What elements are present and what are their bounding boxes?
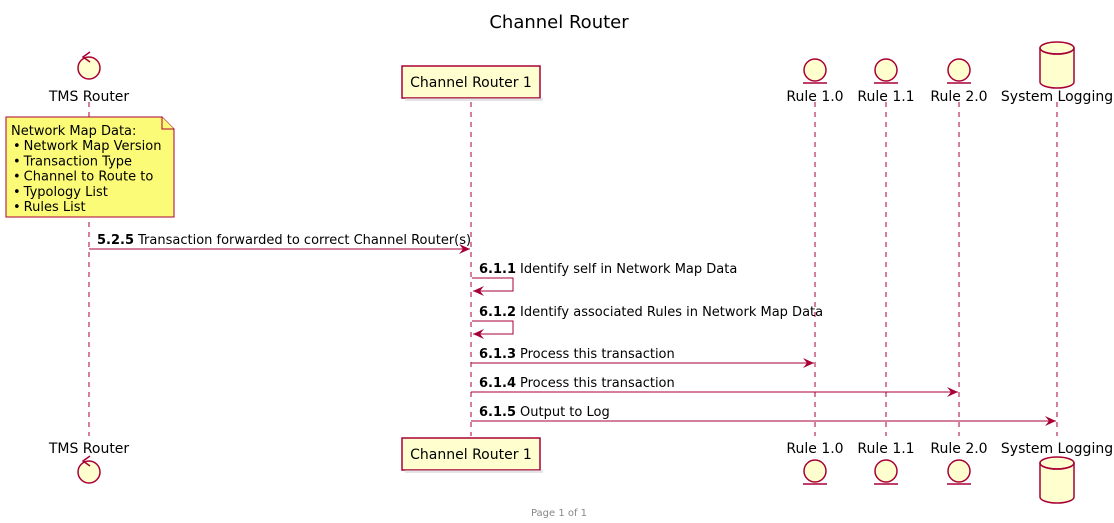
entity-icon: [874, 58, 898, 82]
message-6-1-4: 6.1.4 Process this transaction: [471, 376, 958, 397]
message-text: Identify self in Network Map Data: [520, 262, 737, 277]
participants-bottom: TMS Router Channel Router 1 Rule 1.0 Rule 1…: [48, 437, 1113, 504]
message-text: Transaction forwarded to correct Channel…: [137, 233, 471, 248]
participant-r20-bottom: Rule 2.0: [930, 441, 988, 485]
note-item-text: Transaction Type: [23, 154, 132, 169]
participant-log-bottom: System Logging: [1001, 441, 1113, 504]
participant-box-shadow: [405, 470, 543, 473]
participant-label: Rule 2.0: [930, 89, 987, 105]
message-label: 6.1.4 Process this transaction: [479, 376, 675, 391]
note-item-text: Network Map Version: [24, 139, 162, 154]
message-label: 6.1.1 Identify self in Network Map Data: [479, 262, 737, 277]
message-text: Identify associated Rules in Network Map…: [520, 305, 823, 320]
participant-label: Rule 1.1: [857, 89, 914, 105]
participant-log-top: System Logging: [1001, 41, 1113, 105]
note-list-item: •Transaction Type: [13, 154, 132, 169]
control-arrow-icon: [81, 455, 91, 467]
message-6-1-5: 6.1.5 Output to Log: [471, 405, 1056, 426]
note-list-item: •Network Map Version: [13, 139, 161, 154]
message-number: 6.1.4: [479, 376, 516, 391]
note-list-item: •Channel to Route to: [13, 170, 153, 185]
database-icon: [1039, 462, 1075, 504]
bullet-icon: •: [13, 154, 21, 169]
message-text: Process this transaction: [520, 347, 675, 362]
message-number: 6.1.2: [479, 305, 516, 320]
message-text: Output to Log: [520, 405, 610, 420]
message-6-1-1: 6.1.1 Identify self in Network Map Data: [472, 262, 737, 296]
entity-icon: [874, 459, 898, 483]
message-number: 6.1.3: [479, 347, 516, 362]
bullet-icon: •: [13, 139, 21, 154]
participant-r11-top: Rule 1.1: [857, 58, 915, 105]
diagram-title: Channel Router: [489, 12, 629, 33]
entity-icon: [803, 459, 827, 483]
database-rim: [1039, 462, 1075, 470]
participant-label: Channel Router 1: [410, 75, 532, 91]
participant-label: System Logging: [1001, 441, 1113, 457]
note-item-text: Channel to Route to: [24, 170, 154, 185]
participant-tms-bottom: TMS Router: [48, 441, 130, 484]
entity-icon: [803, 58, 827, 82]
note-list-item: •Rules List: [13, 200, 86, 215]
note-item-text: Typology List: [23, 185, 108, 200]
participant-label: TMS Router: [48, 441, 130, 457]
participant-r10-bottom: Rule 1.0: [786, 441, 844, 485]
message-label: 6.1.5 Output to Log: [479, 405, 610, 420]
page-footer: Page 1 of 1: [531, 508, 587, 519]
participant-label: Rule 2.0: [930, 441, 987, 457]
bullet-icon: •: [13, 185, 21, 200]
message-label: 6.1.2 Identify associated Rules in Networ…: [479, 305, 823, 320]
bullet-icon: •: [13, 200, 21, 215]
participant-label: System Logging: [1001, 89, 1113, 105]
message-number: 6.1.5: [479, 405, 516, 420]
participant-cr1-bottom: Channel Router 1: [401, 437, 543, 473]
entity-icon: [947, 58, 971, 82]
note-item-text: Rules List: [24, 200, 86, 215]
note-shape: [5, 116, 175, 218]
self-message-arrow: [472, 320, 514, 339]
network-map-note: Network Map Data: •Network Map Version•T…: [5, 116, 175, 218]
participants-top: TMS Router Channel Router 1 Rule 1.0 Rule 1…: [48, 41, 1113, 105]
participant-r11-bottom: Rule 1.1: [857, 441, 915, 485]
control-icon: [77, 460, 101, 484]
participant-label: TMS Router: [48, 89, 130, 105]
message-6-1-2: 6.1.2 Identify associated Rules in Networ…: [472, 305, 823, 339]
database-icon: [1039, 47, 1075, 89]
note-fold: [161, 117, 174, 130]
participant-cr1-top: Channel Router 1: [401, 65, 543, 101]
self-message-arrow: [472, 277, 514, 296]
database-rim: [1039, 47, 1075, 55]
note-list-item: •Typology List: [13, 185, 108, 200]
participant-r20-top: Rule 2.0: [930, 58, 988, 105]
participant-label: Rule 1.0: [786, 441, 843, 457]
participant-label: Rule 1.0: [786, 89, 843, 105]
message-text: Process this transaction: [520, 376, 675, 391]
entity-icon: [947, 459, 971, 483]
participant-label: Channel Router 1: [410, 447, 532, 463]
message-label: 6.1.3 Process this transaction: [479, 347, 675, 362]
control-arrow-icon: [81, 51, 91, 63]
note-title: Network Map Data:: [11, 124, 136, 139]
participant-tms-top: TMS Router: [48, 51, 130, 105]
participant-label: Rule 1.1: [857, 441, 914, 457]
message-6-1-3: 6.1.3 Process this transaction: [471, 347, 814, 368]
participant-r10-top: Rule 1.0: [786, 58, 844, 105]
message-number: 6.1.1: [479, 262, 516, 277]
participant-box-shadow: [405, 98, 543, 101]
bullet-icon: •: [13, 170, 21, 185]
control-icon: [77, 56, 101, 80]
message-number: 5.2.5: [97, 233, 134, 248]
